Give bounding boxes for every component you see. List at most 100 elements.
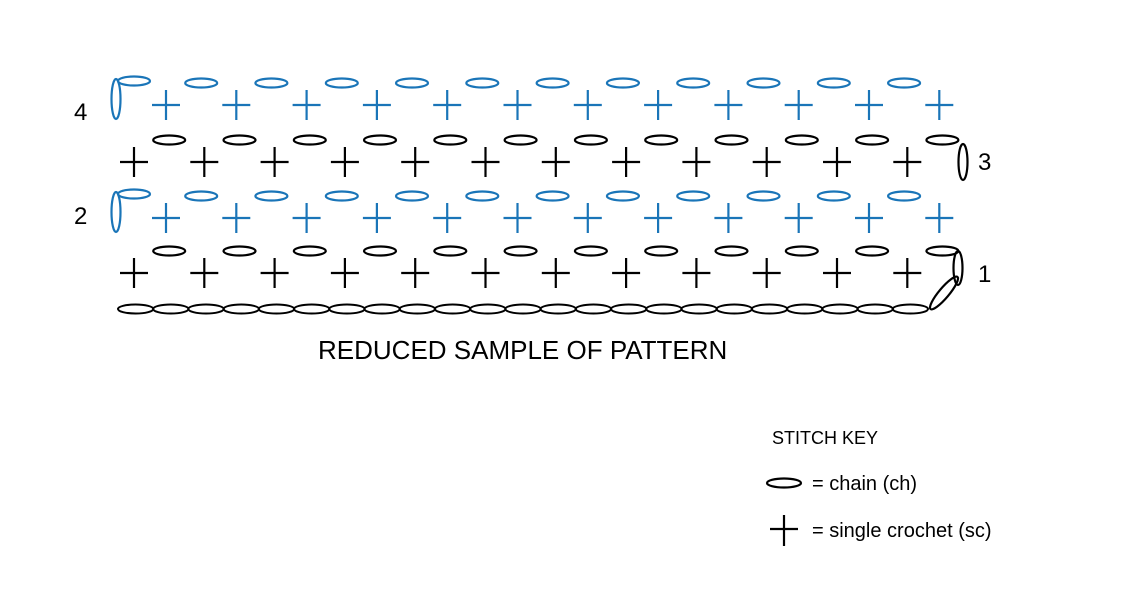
chain-stitch [605,77,641,89]
chain-stitch [886,77,922,89]
chain-stitch [816,190,851,202]
chain-stitch [535,77,570,89]
row-number-2: 2 [74,203,87,230]
chain-stitch [433,134,468,146]
chain-stitch [292,245,327,257]
single-crochet-stitch [893,147,922,177]
foundation-chain-stitch [117,303,155,315]
chain-stitch [324,77,359,89]
row-3 [120,134,969,182]
foundation-chain-stitch [715,303,753,315]
chain-stitch [362,134,398,146]
foundation-chain-stitch [610,303,648,315]
row-2 [110,188,954,234]
chain-stitch [222,134,257,146]
single-crochet-stitch [471,147,500,177]
single-crochet-stitch [682,258,711,288]
chain-stitch [254,190,289,202]
chain-stitch [465,77,500,89]
single-crochet-key-label: = single crochet (sc) [812,520,992,542]
chain-stitch [116,188,152,200]
single-crochet-stitch [541,258,570,288]
chain-stitch [394,190,430,202]
single-crochet-stitch [503,90,532,120]
chain-stitch [152,245,187,257]
chain-stitch [292,134,327,146]
chain-stitch [184,77,219,89]
row-4 [110,75,954,121]
single-crochet-stitch [362,203,391,233]
single-crochet-stitch [612,258,641,288]
foundation-chain-stitch [398,303,436,315]
foundation-chain-stitch [539,303,577,315]
pattern-rows [110,75,969,311]
chain-icon [765,477,803,489]
chain-stitch [746,190,781,202]
chain-stitch [605,190,641,202]
turning-chain [957,142,969,182]
single-crochet-stitch [433,90,462,120]
chain-stitch [184,190,219,202]
foundation-chain-stitch [222,303,260,315]
pattern-caption: REDUCED SAMPLE OF PATTERN [318,335,727,365]
single-crochet-stitch [222,203,251,233]
chain-stitch [676,190,711,202]
single-crochet-stitch [573,90,602,120]
single-crochet-stitch [401,258,430,288]
chain-stitch [746,77,781,89]
chain-stitch [535,190,570,202]
chain-stitch [503,134,538,146]
single-crochet-stitch [471,258,500,288]
stitch-key: STITCH KEY = chain (ch) = single crochet… [765,428,992,546]
foundation-chain-stitch [293,303,331,315]
foundation-chain-stitch [504,303,542,315]
chain-stitch [362,245,398,257]
foundation-chain-stitch [152,303,190,315]
single-crochet-stitch [260,147,289,177]
row-number-4: 4 [74,99,87,126]
single-crochet-stitch [752,147,781,177]
single-crochet-stitch [120,258,148,288]
single-crochet-stitch [893,258,922,288]
foundation-chain-stitch [187,303,225,315]
chain-stitch [573,134,609,146]
single-crochet-stitch [292,90,321,120]
foundation-chain-stitch [750,303,789,315]
single-crochet-stitch [362,90,391,120]
foundation-chain-stitch [856,303,894,315]
foundation-chain-stitch [328,303,366,315]
foundation-chain-stitch [434,303,472,315]
chain-stitch [152,134,187,146]
single-crochet-stitch [682,147,711,177]
single-crochet-stitch [823,258,851,288]
chain-stitch [714,245,749,257]
single-crochet-stitch [152,90,180,120]
foundation-chain-stitch [821,303,859,315]
foundation-chain-stitch [469,303,507,315]
chain-stitch [394,77,430,89]
single-crochet-stitch [152,203,180,233]
row-1 [120,245,964,311]
single-crochet-stitch [644,90,673,120]
foundation-chain-stitch [786,303,824,315]
single-crochet-stitch [784,203,813,233]
stitch-key-title: STITCH KEY [772,428,878,448]
foundation-chain-stitch [645,303,683,315]
foundation-chain-stitch [891,303,930,315]
chain-key-label: = chain (ch) [812,473,917,495]
turning-chain [952,249,964,287]
chain-stitch [816,77,851,89]
single-crochet-stitch [260,258,289,288]
chain-stitch [644,245,679,257]
single-crochet-stitch [714,90,743,120]
single-crochet-stitch [573,203,602,233]
single-crochet-stitch [503,203,532,233]
chain-stitch [784,245,819,257]
foundation-chain-stitch [574,303,613,315]
single-crochet-stitch [120,147,148,177]
single-crochet-stitch [330,258,359,288]
single-crochet-stitch [330,147,359,177]
single-crochet-stitch [644,203,673,233]
foundation-chain-stitch [257,303,296,315]
chain-stitch [886,190,922,202]
